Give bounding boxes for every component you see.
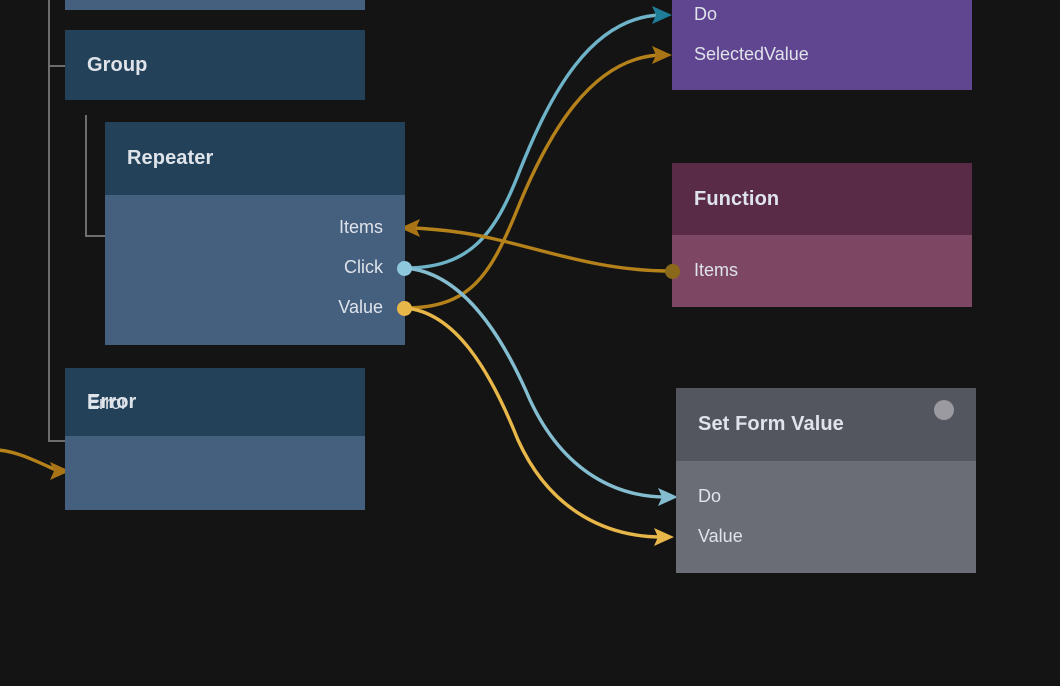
wire-value-to-select-selectedvalue-arrowhead-icon — [652, 46, 672, 64]
port-selectedvalue[interactable]: SelectedValue — [694, 44, 809, 64]
graph-node-group[interactable]: Group — [65, 30, 365, 100]
wire-value-to-select-selectedvalue[interactable] — [403, 53, 662, 310]
port-do[interactable]: Do — [694, 4, 718, 24]
node-header[interactable]: Repeater — [105, 122, 405, 195]
port-value[interactable]: Value — [698, 526, 743, 546]
node-header[interactable]: Error — [65, 368, 365, 436]
tree-vertical-inner — [85, 115, 87, 236]
node-title: Error — [87, 390, 137, 413]
wire-click-to-setformvalue-do[interactable] — [403, 266, 668, 499]
wire-incoming-to-error[interactable] — [0, 448, 60, 473]
tree-stub-repeater — [85, 235, 105, 237]
graph-node-partial-top[interactable] — [65, 0, 365, 10]
node-title: Set Form Value — [698, 413, 844, 435]
wire-click-to-setformvalue-do-arrowhead-icon — [658, 488, 678, 506]
wire-value-to-setformvalue-value-arrowhead-icon — [654, 528, 674, 546]
port-error[interactable]: Error — [87, 393, 127, 413]
port-click[interactable]: Click — [344, 257, 383, 277]
node-body: Error — [65, 393, 365, 510]
wire-click-to-select-do-arrowhead-icon — [652, 6, 672, 24]
node-header[interactable]: Group — [65, 30, 365, 100]
tree-vertical-outer — [48, 0, 50, 441]
node-title: Repeater — [127, 147, 214, 169]
node-body — [65, 0, 365, 10]
port-connector-dot[interactable] — [397, 301, 412, 316]
node-header[interactable]: Function — [672, 163, 972, 235]
tree-stub-error — [48, 440, 65, 442]
node-title: Function — [694, 187, 780, 210]
node-body: Items — [665, 235, 972, 307]
port-do[interactable]: Do — [698, 486, 722, 506]
port-value[interactable]: Value — [338, 297, 383, 317]
port-items[interactable]: Items — [338, 217, 383, 237]
wire-function-items-to-repeater-items[interactable] — [413, 226, 672, 273]
port-items[interactable]: Items — [694, 260, 739, 280]
node-status-indicator-icon[interactable] — [934, 400, 954, 420]
tree-stub-group — [48, 65, 65, 67]
node-header[interactable]: Set Form Value — [676, 388, 976, 461]
port-connector-dot[interactable] — [665, 264, 680, 279]
port-connector-dot[interactable] — [397, 261, 412, 276]
wire-value-to-setformvalue-value[interactable] — [403, 306, 664, 539]
wire-click-to-select-do[interactable] — [403, 13, 662, 270]
node-title: Group — [87, 53, 148, 76]
